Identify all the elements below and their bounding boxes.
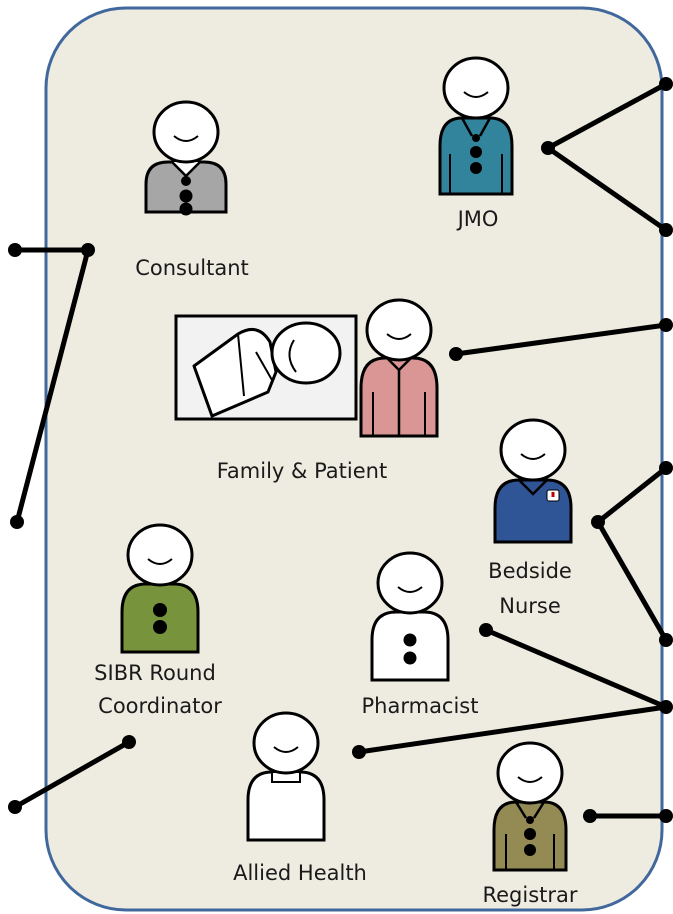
connector-dot (659, 633, 673, 647)
family-member-figure (359, 298, 439, 438)
connector-allied-health (356, 704, 669, 755)
registrar-collar (514, 801, 546, 819)
connector-dot (659, 461, 673, 475)
connector-dot (449, 347, 463, 361)
consultant-body (144, 160, 228, 214)
connector-nurse-upper (595, 465, 669, 525)
connector-dots (8, 77, 673, 823)
sibr-coordinator-head (126, 523, 194, 587)
button-icon (181, 176, 191, 186)
connector-dot (659, 223, 673, 237)
family-member-collar (386, 357, 412, 436)
button-icon (153, 620, 167, 634)
nurse-head (499, 418, 567, 482)
consultant-label: Consultant (135, 256, 249, 280)
family-member-head (365, 298, 433, 362)
nurse-collar (518, 479, 548, 496)
nurse-body (493, 478, 573, 544)
button-icon (470, 146, 482, 158)
allied-health-label: Allied Health (233, 861, 367, 885)
button-icon (524, 828, 536, 840)
nurse-badge-mark (551, 492, 555, 497)
connector-left-top-diagonal (14, 247, 91, 525)
pharmacist-head (376, 551, 444, 615)
jmo-collar (460, 117, 492, 137)
button-icon (403, 633, 417, 647)
connector-nurse-lower (595, 519, 669, 643)
ward-room-panel (44, 6, 664, 912)
smile-icon (517, 776, 543, 783)
connector-dot (8, 243, 22, 257)
smile-icon (273, 746, 299, 753)
jmo-label: JMO (456, 207, 499, 231)
connector-dot (81, 243, 95, 257)
smile-icon (520, 453, 546, 460)
consultant-head (152, 100, 220, 164)
patient-body (192, 328, 278, 418)
smile-icon (397, 586, 423, 593)
smile-icon (147, 558, 173, 565)
patient-head (270, 321, 342, 385)
button-icon (179, 189, 193, 203)
smile-icon (386, 333, 412, 340)
sibr-coordinator-body (120, 582, 200, 654)
connector-dot (8, 800, 22, 814)
connector-jmo-lower (545, 145, 669, 233)
registrar-figure (492, 741, 568, 872)
registrar-head (496, 741, 564, 805)
button-icon (403, 651, 417, 665)
connector-dot (659, 809, 673, 823)
connector-pharmacist (483, 627, 669, 710)
connector-dot (659, 700, 673, 714)
connector-jmo-upper (545, 81, 669, 151)
connector-dot (479, 623, 493, 637)
patient-bed (174, 314, 358, 421)
connector-dot (659, 77, 673, 91)
connector-dot (122, 735, 136, 749)
connector-lines (12, 81, 669, 819)
button-icon (470, 162, 482, 174)
smile-icon (463, 91, 489, 98)
pharmacist-label: Pharmacist (362, 694, 479, 718)
connector-sibr (12, 739, 132, 810)
button-icon (153, 603, 167, 617)
connector-dot (10, 515, 24, 529)
sibr-coordinator-label-line1: SIBR Round (94, 661, 216, 685)
pharmacist-figure (370, 551, 450, 682)
connector-family (453, 322, 669, 357)
bedside-nurse-label-line1: Bedside (488, 559, 572, 583)
allied-health-figure (246, 711, 326, 842)
family-patient-label: Family & Patient (217, 459, 387, 483)
patient-face-line (288, 339, 297, 373)
connector-dot (541, 141, 555, 155)
registrar-label: Registrar (482, 883, 577, 907)
patient-blanket-line (237, 333, 273, 397)
connector-dot (659, 318, 673, 332)
connector-dot (591, 515, 605, 529)
bedside-nurse-label-line2: Nurse (499, 594, 561, 618)
connector-dot (583, 809, 597, 823)
button-icon (179, 202, 193, 216)
consultant-figure (144, 100, 228, 216)
jmo-figure (438, 56, 514, 196)
jmo-head (442, 56, 510, 120)
sibr-coordinator-figure (120, 523, 200, 654)
bedside-nurse-figure (493, 418, 573, 544)
allied-health-head (252, 711, 320, 775)
button-icon (524, 844, 536, 856)
button-icon (472, 134, 480, 142)
connector-dot (352, 745, 366, 759)
smile-icon (173, 135, 199, 142)
button-icon (526, 816, 534, 824)
sibr-coordinator-label-line2: Coordinator (98, 694, 222, 718)
